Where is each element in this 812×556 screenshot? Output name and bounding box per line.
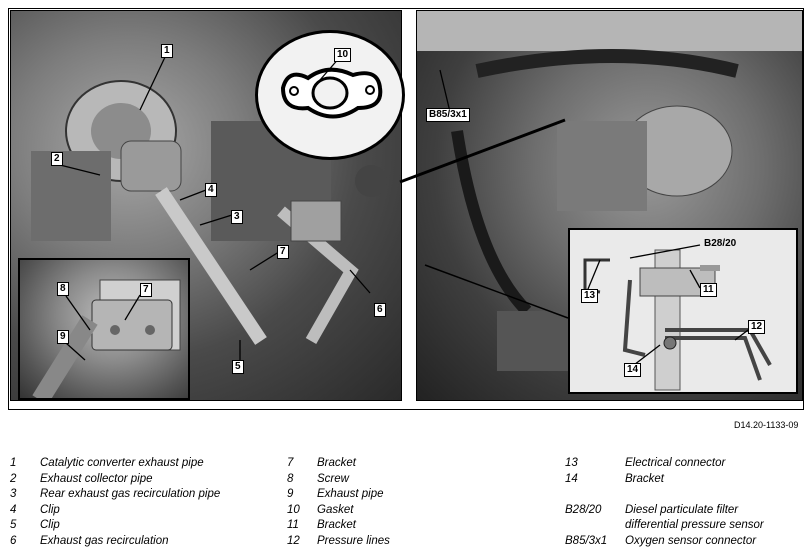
legend-text: Catalytic converter exhaust pipe xyxy=(40,457,204,469)
legend-text: Bracket xyxy=(625,472,664,485)
callout-10: 10 xyxy=(334,48,352,62)
legend-number: 13 xyxy=(565,457,578,469)
leader-lines xyxy=(59,54,753,369)
legend-text: Pressure lines xyxy=(317,534,390,547)
legend-number: 2 xyxy=(10,472,17,485)
callout-b85-3x1: B85/3x1 xyxy=(426,108,470,122)
callout-7-inset: 7 xyxy=(140,283,152,297)
callout-2: 2 xyxy=(51,152,63,166)
legend-number: B85/3x1 xyxy=(565,534,608,547)
legend-number: 1 xyxy=(10,457,17,469)
gasket-shape xyxy=(280,67,383,119)
callout-8: 8 xyxy=(57,282,69,296)
callout-6: 6 xyxy=(374,303,386,317)
legend-text: Exhaust pipe xyxy=(317,488,384,501)
legend-text: Electrical connector xyxy=(625,457,726,469)
inset-left-components xyxy=(32,279,181,398)
callout-5: 5 xyxy=(232,360,244,374)
legend-number: 7 xyxy=(287,457,294,469)
legend-number: 8 xyxy=(287,472,294,485)
callout-14: 14 xyxy=(624,363,642,377)
legend-number: 12 xyxy=(287,534,300,547)
legend-text: Bracket xyxy=(317,457,356,469)
engine-components-right xyxy=(417,11,802,371)
legend-number: 14 xyxy=(565,472,578,485)
legend-number: 9 xyxy=(287,488,294,501)
legend-number: 3 xyxy=(10,488,17,501)
legend-text: Oxygen sensor connector xyxy=(625,534,757,547)
callout-11: 11 xyxy=(700,283,717,297)
legend-text: Gasket xyxy=(317,503,354,516)
callout-3: 3 xyxy=(231,210,243,224)
legend-text: Clip xyxy=(40,503,60,516)
callout-b28-20: B28/20 xyxy=(704,238,737,249)
callout-13: 13 xyxy=(581,289,599,303)
legend-number: 10 xyxy=(287,503,300,516)
callout-9: 9 xyxy=(57,330,69,344)
legend-text: Exhaust gas recirculation xyxy=(40,534,169,547)
inset-detail-left xyxy=(18,258,190,400)
callout-4: 4 xyxy=(205,183,217,197)
legend-text: Diesel particulate filter xyxy=(625,503,739,516)
legend-text: Rear exhaust gas recirculation pipe xyxy=(40,488,221,501)
legend-text: Exhaust collector pipe xyxy=(40,472,153,485)
gasket-detail-circle xyxy=(255,30,405,160)
legend-number: 11 xyxy=(287,519,299,532)
figure-reference-code: D14.20-1133-09 xyxy=(734,420,799,430)
legend-text: differential pressure sensor xyxy=(625,519,764,532)
legend-text: Screw xyxy=(317,472,349,485)
inset-detail-right xyxy=(568,228,798,394)
legend-number: 6 xyxy=(10,534,17,547)
legend-text: Bracket xyxy=(317,519,356,532)
legend-text: Clip xyxy=(40,519,60,532)
inset-right-components xyxy=(583,249,772,391)
callout-1: 1 xyxy=(161,44,173,58)
callout-7-main: 7 xyxy=(277,245,289,259)
legend-number: B28/20 xyxy=(565,503,602,516)
legend-number: 5 xyxy=(10,519,17,532)
legend-number: 4 xyxy=(10,503,17,516)
callout-12: 12 xyxy=(748,320,766,334)
